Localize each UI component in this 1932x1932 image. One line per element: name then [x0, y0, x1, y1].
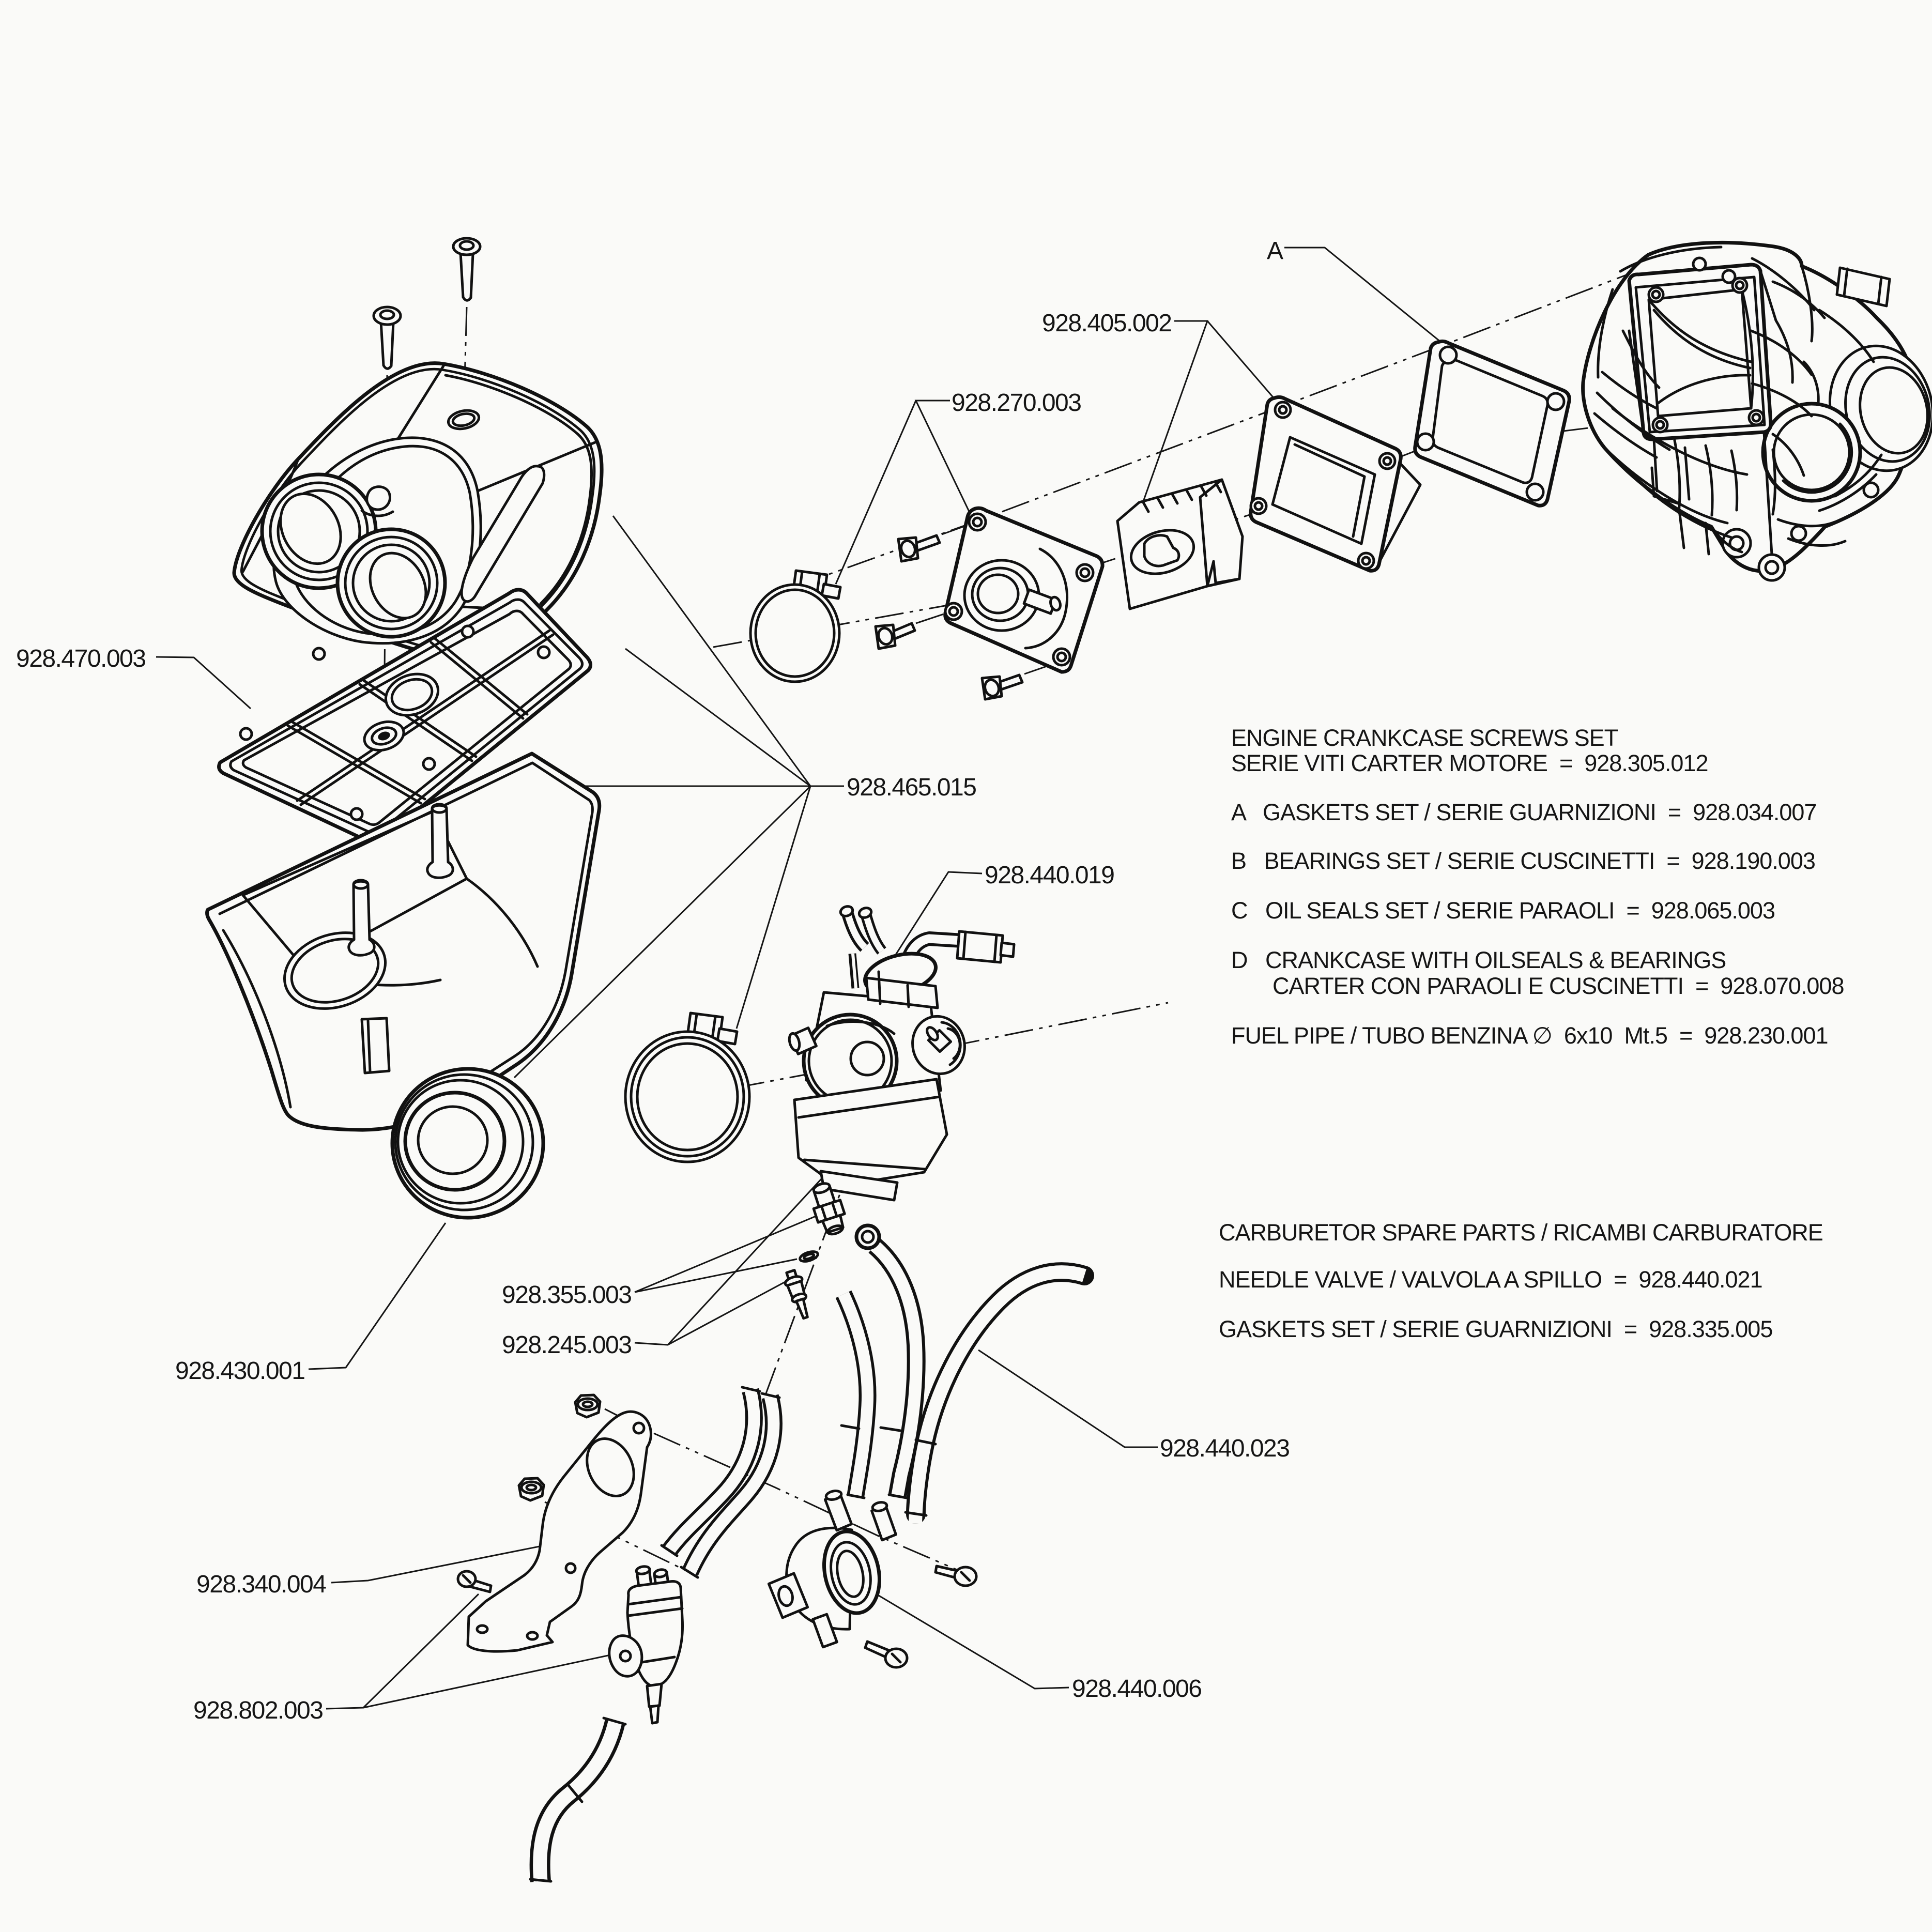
svg-text:D CRANKCASE WITH OILSEALS &: D CRANKCASE WITH OILSEALS & BEARINGS [1231, 947, 1726, 973]
svg-text:A: A [1267, 237, 1283, 265]
svg-text:SERIE VITI CARTER MOTORE = 9: SERIE VITI CARTER MOTORE = 928.305.012 [1231, 750, 1708, 776]
svg-text:NEEDLE VALVE / VALVOLA A SPILL: NEEDLE VALVE / VALVOLA A SPILLO = 928.44… [1219, 1266, 1762, 1293]
svg-text:928.355.003: 928.355.003 [502, 1281, 631, 1309]
svg-text:928.340.004: 928.340.004 [196, 1571, 326, 1598]
svg-text:CARTER CON PARAOLI E CUSCINETT: CARTER CON PARAOLI E CUSCINETTI = 928.07… [1272, 973, 1844, 999]
svg-text:A GASKETS SET / SERIE GUARNI: A GASKETS SET / SERIE GUARNIZIONI = 928.… [1231, 799, 1816, 825]
svg-text:FUEL PIPE / TUBO BENZINA ∅ 6x: FUEL PIPE / TUBO BENZINA ∅ 6x10 Mt.5 = 9… [1231, 1022, 1828, 1049]
svg-text:ENGINE CRANKCASE SCREWS SET: ENGINE CRANKCASE SCREWS SET [1231, 725, 1618, 751]
svg-text:C OIL SEALS SET / SERIE PARA: C OIL SEALS SET / SERIE PARAOLI = 928.06… [1231, 897, 1775, 924]
svg-text:928.440.023: 928.440.023 [1160, 1435, 1289, 1462]
svg-text:928.430.001: 928.430.001 [175, 1357, 304, 1385]
svg-text:928.245.003: 928.245.003 [502, 1331, 631, 1359]
svg-text:928.440.006: 928.440.006 [1072, 1675, 1201, 1703]
svg-text:B BEARINGS SET / SERIE CUSCI: B BEARINGS SET / SERIE CUSCINETTI = 928.… [1231, 848, 1815, 874]
svg-text:928.802.003: 928.802.003 [193, 1697, 323, 1724]
svg-text:GASKETS SET / SERIE GUARNIZION: GASKETS SET / SERIE GUARNIZIONI = 928.33… [1219, 1316, 1772, 1342]
svg-text:928.440.019: 928.440.019 [985, 862, 1114, 889]
svg-text:CARBURETOR SPARE PARTS / RICAM: CARBURETOR SPARE PARTS / RICAMBI CARBURA… [1219, 1219, 1823, 1246]
svg-text:928.270.003: 928.270.003 [952, 389, 1081, 417]
svg-text:928.470.003: 928.470.003 [16, 645, 145, 672]
svg-text:928.465.015: 928.465.015 [847, 774, 976, 801]
svg-text:928.405.002: 928.405.002 [1042, 310, 1171, 337]
